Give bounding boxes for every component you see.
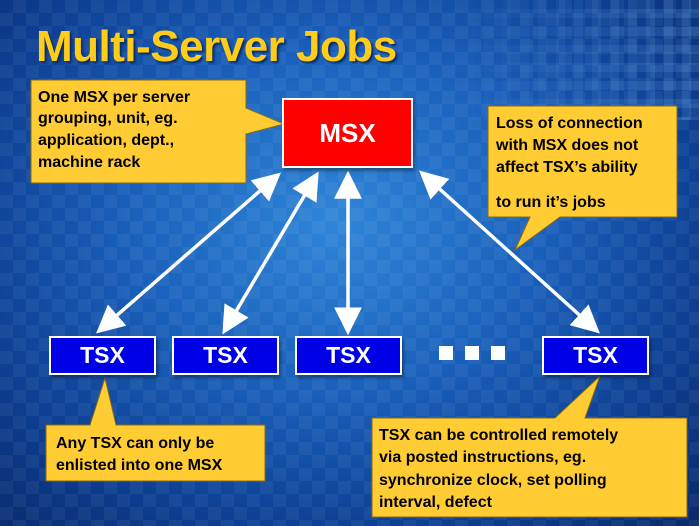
callout-line: with MSX does not <box>495 137 639 154</box>
callout-bubble-enlistment <box>45 376 266 482</box>
callout-text-connection-loss: Loss of connection with MSX does not aff… <box>495 115 643 211</box>
arrow-msx-tsx-2 <box>222 171 319 335</box>
ellipsis-dot <box>439 346 453 360</box>
callout-line: application, dept., <box>38 132 174 149</box>
callout-line: affect TSX’s ability <box>496 159 638 176</box>
tsx-node-2: TSX <box>172 336 279 375</box>
slide-title: Multi-Server Jobs <box>36 22 397 71</box>
msx-node: MSX <box>282 98 413 168</box>
callout-text-remote-control: TSX can be controlled remotely via poste… <box>379 427 618 511</box>
callout-line: via posted instructions, eg. <box>379 449 586 466</box>
callout-text-enlistment: Any TSX can only be enlisted into one MS… <box>56 435 223 474</box>
tsx-node-3: TSX <box>295 336 402 375</box>
callout-bubble-msx-grouping <box>30 79 286 184</box>
ellipsis-dot <box>491 346 505 360</box>
callout-line: enlisted into one MSX <box>56 457 223 474</box>
arrow-msx-tsx-1 <box>96 172 281 334</box>
callout-line: Any TSX can only be <box>56 435 214 452</box>
callout-bubble-remote-control <box>371 375 688 518</box>
callout-line: machine rack <box>38 154 140 171</box>
callout-line: Loss of connection <box>496 115 643 132</box>
ellipsis-dot <box>465 346 479 360</box>
tsx-node-4: TSX <box>542 336 649 375</box>
callout-line: to run it’s jobs <box>496 194 606 211</box>
callout-line: One MSX per server <box>38 89 190 106</box>
arrow-msx-tsx-4 <box>419 170 600 334</box>
callout-line: synchronize clock, set polling <box>379 472 607 489</box>
ellipsis-more-nodes <box>439 346 505 360</box>
callout-line: TSX can be controlled remotely <box>379 427 618 444</box>
callout-line: interval, defect <box>379 494 493 511</box>
callout-line: grouping, unit, eg. <box>38 110 178 127</box>
callout-text-msx-grouping: One MSX per server grouping, unit, eg. a… <box>38 89 190 171</box>
tsx-node-1: TSX <box>49 336 156 375</box>
